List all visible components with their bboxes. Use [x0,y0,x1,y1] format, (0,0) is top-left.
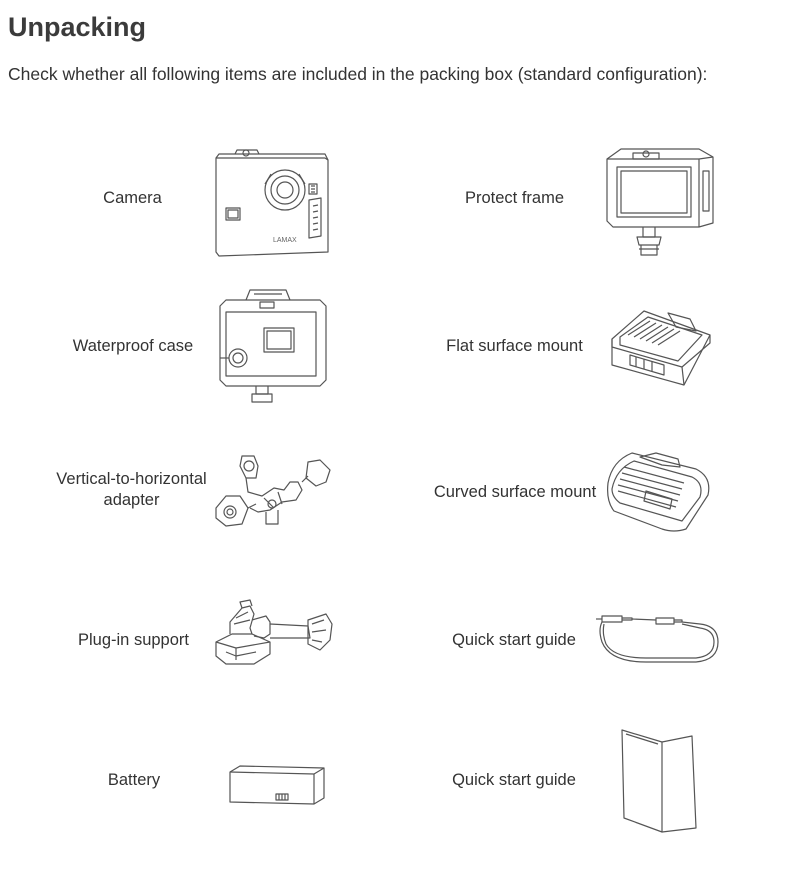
camera-icon: LAMAX [213,148,331,258]
waterproof-case-icon [216,288,330,406]
camera-logo-text: LAMAX [273,237,297,244]
guide-booklet-icon [618,724,700,836]
label-plug-in-support: Plug-in support [78,631,189,649]
label-adapter-line2: adapter [103,491,160,509]
flat-surface-mount-icon [606,305,716,391]
cable-icon [596,612,724,668]
protect-frame-icon [603,145,715,261]
label-protect-frame: Protect frame [464,189,565,207]
label-quick-start-guide-2: Quick start guide [452,771,576,789]
curved-surface-mount-icon [602,447,716,535]
plug-in-support-icon [212,598,336,670]
label-waterproof-case: Waterproof case [72,337,194,355]
intro-text: Check whether all following items are in… [8,64,708,84]
label-adapter-line1: Vertical-to-horizontal [56,470,207,488]
label-curved-surface-mount: Curved surface mount [433,483,597,501]
label-flat-surface-mount: Flat surface mount [446,337,583,355]
label-quick-start-guide-1: Quick start guide [452,631,576,649]
label-battery: Battery [107,771,161,789]
page-title: Unpacking [8,12,147,42]
battery-icon [226,764,328,808]
label-adapter: Vertical-to-horizontal adapter [45,469,218,511]
label-camera: Camera [103,189,162,207]
adapter-icon [212,452,336,532]
